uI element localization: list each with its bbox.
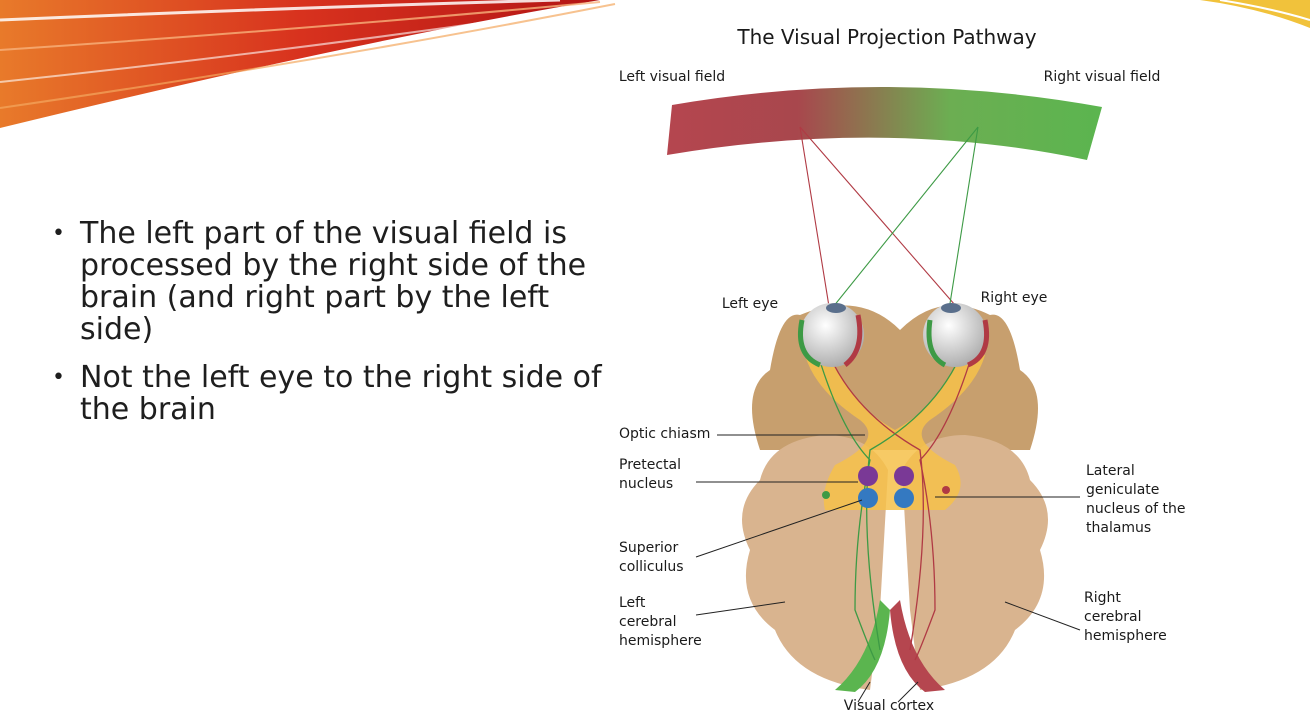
nerve-fibers xyxy=(814,344,976,661)
right-eye-label: Right eye xyxy=(981,290,1048,306)
optic-chiasm-label: Optic chiasm xyxy=(619,426,710,442)
lgn-label-line2: geniculate xyxy=(1086,482,1159,498)
right-visual-field-label: Right visual field xyxy=(1044,69,1161,85)
bullet-list: • The left part of the visual field is pr… xyxy=(52,218,612,442)
slide-header-swoosh xyxy=(0,0,616,128)
visual-pathway-diagram: The Visual Projection Pathway Left visua… xyxy=(619,25,1186,714)
slide-corner-swoosh xyxy=(1200,0,1310,28)
right-hem-label-line3: hemisphere xyxy=(1084,628,1167,644)
lgn-label-line3: nucleus of the xyxy=(1086,501,1185,517)
bullet-text: The left part of the visual field is pro… xyxy=(80,216,587,347)
bullet-item: • Not the left eye to the right side of t… xyxy=(52,362,612,426)
bullet-dot-icon: • xyxy=(52,365,65,390)
right-lgn-marker xyxy=(942,486,950,494)
left-eye xyxy=(798,303,864,368)
right-hem-label-line2: cerebral xyxy=(1084,609,1141,625)
left-lgn-marker xyxy=(822,491,830,499)
left-hem-label-line2: cerebral xyxy=(619,614,676,630)
left-eye-label: Left eye xyxy=(722,296,778,312)
right-superior-colliculus xyxy=(894,488,914,508)
right-eye xyxy=(923,303,990,368)
leader-lines xyxy=(695,434,1081,703)
visual-cortex-label: Visual cortex xyxy=(844,698,934,714)
projection-lines xyxy=(799,126,979,349)
pretectal-label-line1: Pretectal xyxy=(619,457,681,473)
lgn-label-line4: thalamus xyxy=(1086,520,1151,536)
bullet-text: Not the left eye to the right side of th… xyxy=(80,360,602,427)
left-pretectal-nucleus xyxy=(858,466,878,486)
left-visual-field-label: Left visual field xyxy=(619,69,725,85)
lgn-label-line1: Lateral xyxy=(1086,463,1135,479)
pretectal-label-line2: nucleus xyxy=(619,476,673,492)
visual-field-arc xyxy=(667,86,1102,160)
right-visual-cortex xyxy=(890,600,945,692)
superior-label-line1: Superior xyxy=(619,540,678,556)
superior-label-line2: colliculus xyxy=(619,559,684,575)
right-pretectal-nucleus xyxy=(894,466,914,486)
left-hem-label-line3: hemisphere xyxy=(619,633,702,649)
bullet-dot-icon: • xyxy=(52,221,65,246)
left-hem-label-line1: Left xyxy=(619,595,646,611)
figure-title: The Visual Projection Pathway xyxy=(736,25,1036,49)
right-hem-label-line1: Right xyxy=(1084,590,1121,606)
optic-tract-region xyxy=(805,355,985,510)
left-superior-colliculus xyxy=(858,488,878,508)
brain-frontal-region xyxy=(752,305,1038,450)
bullet-item: • The left part of the visual field is pr… xyxy=(52,218,612,346)
